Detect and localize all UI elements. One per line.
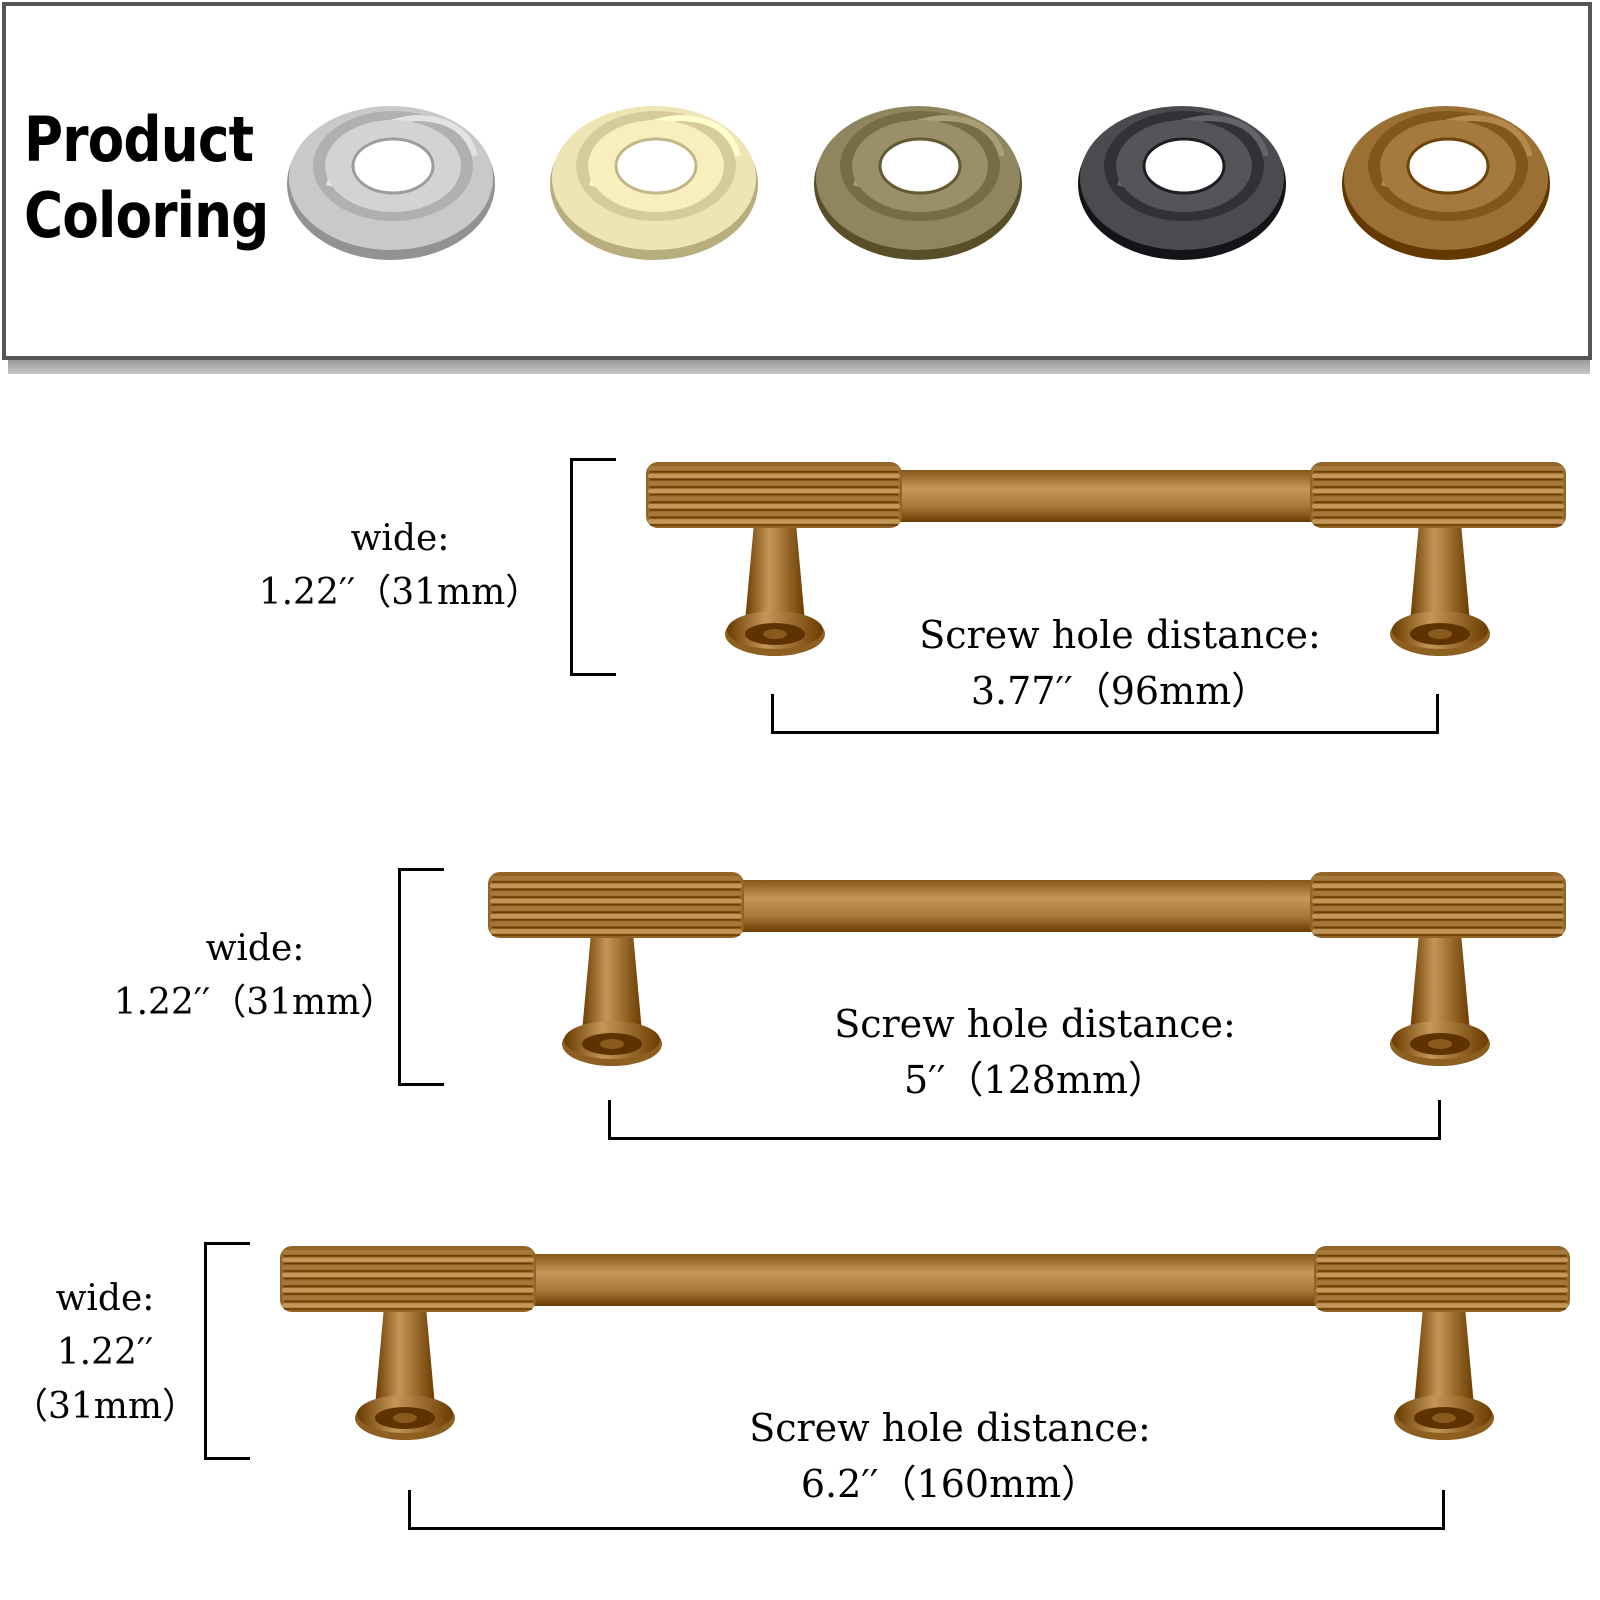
handle-post bbox=[725, 512, 825, 656]
handle-post bbox=[1390, 922, 1490, 1066]
wide-value-line-2: （31mm） bbox=[11, 1386, 199, 1427]
wide-label-2: wide: 1.22′′（31mm） bbox=[95, 922, 415, 1030]
screw-value: 6.2′′（160mm） bbox=[800, 1462, 1100, 1506]
wide-title: wide: bbox=[350, 518, 450, 559]
screw-title: Screw hole distance: bbox=[834, 1002, 1236, 1046]
wide-title: wide: bbox=[205, 928, 305, 969]
screw-title: Screw hole distance: bbox=[749, 1406, 1151, 1450]
width-bracket-3 bbox=[204, 1242, 250, 1460]
ribbed-grip bbox=[280, 1246, 536, 1312]
cabinet-handle-160mm bbox=[280, 1246, 1570, 1440]
antique-brass-finish-ring-icon bbox=[1342, 106, 1550, 260]
screw-distance-label-3: Screw hole distance: 6.2′′（160mm） bbox=[710, 1400, 1190, 1512]
product-coloring-title: Product Coloring bbox=[24, 102, 269, 254]
header-shadow bbox=[8, 360, 1590, 374]
screw-title: Screw hole distance: bbox=[919, 613, 1321, 657]
antique-bronze-finish-ring-icon bbox=[814, 106, 1022, 260]
wide-value-line-1: 1.22′′ bbox=[56, 1332, 154, 1373]
cream-finish-ring-icon bbox=[550, 106, 758, 260]
product-coloring-panel bbox=[2, 2, 1592, 360]
screw-bracket-2 bbox=[608, 1100, 1441, 1140]
screw-distance-label-2: Screw hole distance: 5′′（128mm） bbox=[795, 996, 1275, 1108]
width-bracket-2 bbox=[398, 868, 444, 1086]
handle-post bbox=[1390, 512, 1490, 656]
screw-bracket-1 bbox=[771, 694, 1439, 734]
handle-post bbox=[1394, 1296, 1494, 1440]
ribbed-grip bbox=[1314, 1246, 1570, 1312]
cabinet-handle-96mm bbox=[646, 462, 1566, 656]
ribbed-grip bbox=[1310, 462, 1566, 528]
handle-bar bbox=[734, 880, 1320, 932]
wide-label-3: wide: 1.22′′ （31mm） bbox=[0, 1272, 210, 1434]
cabinet-handle-128mm bbox=[488, 872, 1566, 1066]
screw-value: 5′′（128mm） bbox=[903, 1058, 1167, 1102]
wide-title: wide: bbox=[55, 1278, 155, 1319]
ribbed-grip bbox=[646, 462, 902, 528]
ribbed-grip bbox=[488, 872, 744, 938]
handle-post bbox=[562, 922, 662, 1066]
wide-value: 1.22′′（31mm） bbox=[258, 572, 542, 613]
screw-bracket-3 bbox=[408, 1490, 1445, 1530]
screw-distance-label-1: Screw hole distance: 3.77′′（96mm） bbox=[880, 607, 1360, 719]
handle-post bbox=[355, 1296, 455, 1440]
wide-label-1: wide: 1.22′′（31mm） bbox=[240, 512, 560, 620]
title-line-1: Product bbox=[24, 103, 254, 176]
wide-value: 1.22′′（31mm） bbox=[113, 982, 397, 1023]
silver-finish-ring-icon bbox=[287, 106, 495, 260]
title-line-2: Coloring bbox=[24, 179, 269, 252]
screw-value: 3.77′′（96mm） bbox=[970, 669, 1270, 713]
black-finish-ring-icon bbox=[1078, 106, 1286, 260]
handle-bar bbox=[526, 1254, 1324, 1306]
handle-bar bbox=[892, 470, 1320, 522]
ribbed-grip bbox=[1310, 872, 1566, 938]
width-bracket-1 bbox=[570, 458, 616, 676]
